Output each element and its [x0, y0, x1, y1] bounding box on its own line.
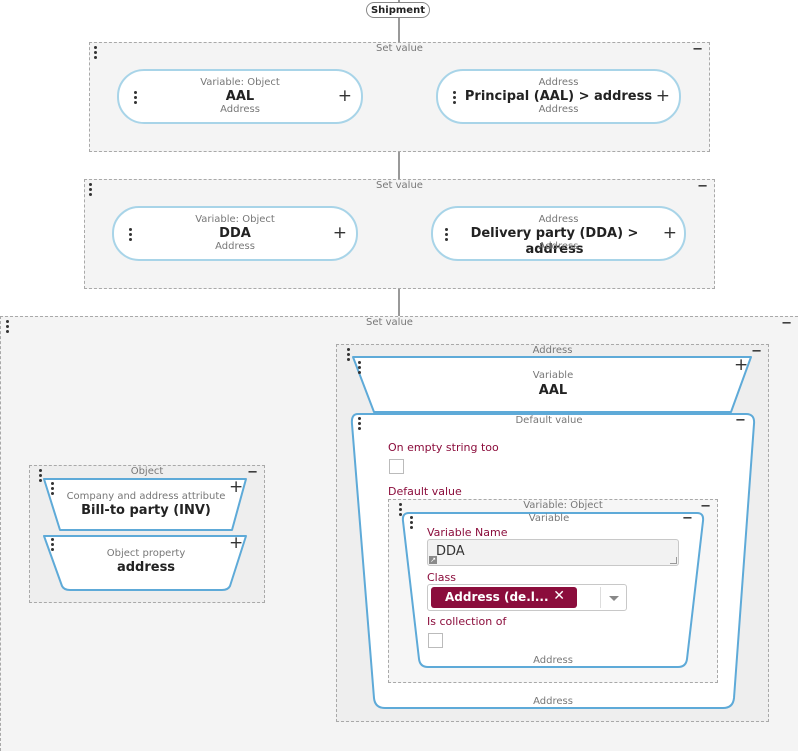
class-select[interactable]: Address (de.l... ✕ [427, 584, 627, 611]
address-label: Address [532, 345, 573, 356]
drag-handle-icon[interactable] [453, 91, 456, 106]
node-type: Address [220, 104, 260, 115]
variable-name-value: DDA [436, 544, 465, 559]
variable-object-label: Variable: Object [523, 500, 603, 511]
drag-handle-icon[interactable] [410, 516, 413, 531]
select-divider [600, 587, 601, 608]
variable-type-label: Address [533, 655, 573, 666]
drag-handle-icon[interactable] [89, 183, 92, 198]
drag-handle-icon[interactable] [6, 320, 9, 335]
node-type: Address [538, 104, 579, 115]
collapse-icon[interactable]: − [700, 499, 711, 514]
add-icon[interactable]: + [332, 223, 347, 243]
delivery-party-address-node[interactable]: Address Delivery party (DDA) > address A… [431, 206, 686, 261]
collapse-icon[interactable]: − [751, 344, 762, 359]
variable-name-label: Variable Name [427, 526, 508, 539]
add-icon[interactable]: + [229, 533, 244, 553]
add-icon[interactable]: + [229, 477, 244, 497]
drag-handle-icon[interactable] [39, 469, 42, 484]
collapse-icon[interactable]: − [781, 316, 792, 331]
node-kind: Variable: Object [200, 77, 280, 88]
default-value-type-label: Address [533, 696, 573, 707]
collection-label: Is collection of [427, 615, 507, 628]
add-icon[interactable]: + [655, 86, 670, 106]
prop-name[interactable]: address [116, 560, 176, 575]
class-chip: Address (de.l... ✕ [431, 587, 577, 608]
collapse-icon[interactable]: − [247, 465, 258, 480]
drag-handle-icon[interactable] [51, 538, 54, 553]
resize-handle-icon[interactable] [670, 557, 677, 564]
drag-handle-icon[interactable] [134, 91, 137, 106]
collection-checkbox[interactable] [428, 633, 443, 648]
node-name: DDA [219, 226, 251, 241]
root-shipment-node[interactable]: Shipment [366, 2, 430, 18]
node-type: Address [215, 241, 255, 252]
attr-name[interactable]: Bill-to party (INV) [81, 503, 211, 518]
collapse-icon[interactable]: − [682, 511, 693, 526]
drag-handle-icon[interactable] [347, 348, 350, 363]
principal-address-node[interactable]: Address Principal (AAL) > address Addres… [436, 69, 681, 124]
drag-handle-icon[interactable] [94, 46, 97, 61]
node-kind: Variable: Object [195, 214, 275, 225]
dropdown-arrow-icon[interactable] [609, 596, 619, 601]
empty-string-checkbox[interactable] [389, 459, 404, 474]
drag-handle-icon[interactable] [445, 228, 448, 243]
object-label: Object [130, 466, 164, 477]
variable-aal-node[interactable]: Variable: Object AAL Address + [117, 69, 363, 124]
collapse-icon[interactable]: − [735, 413, 746, 428]
node-name: AAL [225, 89, 255, 104]
node-name: Delivery party (DDA) > address [470, 226, 639, 257]
variable-kind: Variable [532, 370, 574, 381]
add-icon[interactable]: + [337, 86, 352, 106]
drag-handle-icon[interactable] [51, 482, 54, 497]
set-value-label: Set value [376, 43, 423, 54]
class-label: Class [427, 571, 456, 584]
node-kind: Address [538, 214, 579, 225]
default-value-field-label: Default value [388, 485, 462, 498]
empty-string-label: On empty string too [388, 441, 499, 454]
drag-handle-icon[interactable] [399, 503, 402, 518]
remove-chip-icon[interactable]: ✕ [553, 588, 565, 604]
node-kind: Address [538, 77, 579, 88]
attr-kind: Company and address attribute [66, 491, 226, 502]
variable-name-input[interactable]: DDA ↗ [427, 539, 679, 566]
node-name: Principal (AAL) > address [464, 89, 653, 104]
variable-dda-node[interactable]: Variable: Object DDA Address + [112, 206, 358, 261]
add-icon[interactable]: + [662, 223, 677, 243]
collapse-icon[interactable]: − [697, 179, 708, 194]
set-value-label: Set value [376, 180, 423, 191]
node-type: Address [538, 241, 579, 252]
drag-handle-icon[interactable] [358, 417, 361, 432]
add-icon[interactable]: + [734, 355, 749, 375]
expand-icon[interactable]: ↗ [429, 556, 437, 564]
default-value-label: Default value [515, 415, 583, 426]
class-chip-label: Address (de.l... [445, 590, 549, 604]
object-funnel-shapes [43, 478, 247, 591]
drag-handle-icon[interactable] [129, 228, 132, 243]
set-value-label: Set value [366, 317, 413, 328]
collapse-icon[interactable]: − [692, 42, 703, 57]
variable-name[interactable]: AAL [538, 383, 568, 398]
variable-label: Variable [528, 513, 570, 524]
prop-kind: Object property [106, 548, 186, 559]
drag-handle-icon[interactable] [358, 361, 361, 376]
